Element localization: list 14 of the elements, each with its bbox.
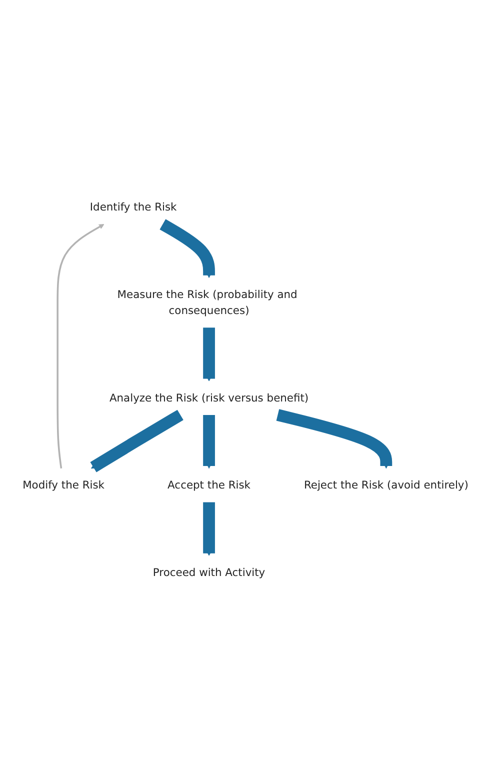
arrow	[276, 409, 392, 469]
node-text: Proceed with Activity	[152, 566, 266, 579]
arrow	[56, 224, 104, 469]
arrow	[203, 326, 215, 382]
node-text: Reject the Risk (avoid entirely)	[304, 479, 468, 492]
node-text: Analyze the Risk (risk versus benefit)	[109, 392, 309, 404]
node-text: Identify the Risk	[90, 201, 177, 214]
node-text: Accept the Risk	[168, 479, 250, 492]
arrow	[90, 410, 184, 472]
arrow	[203, 413, 215, 469]
arrow	[203, 500, 215, 556]
node-text: Modify the Risk	[22, 479, 104, 492]
node-text: Measure the Risk (probability and consequences)	[117, 288, 298, 317]
arrow	[160, 219, 215, 278]
